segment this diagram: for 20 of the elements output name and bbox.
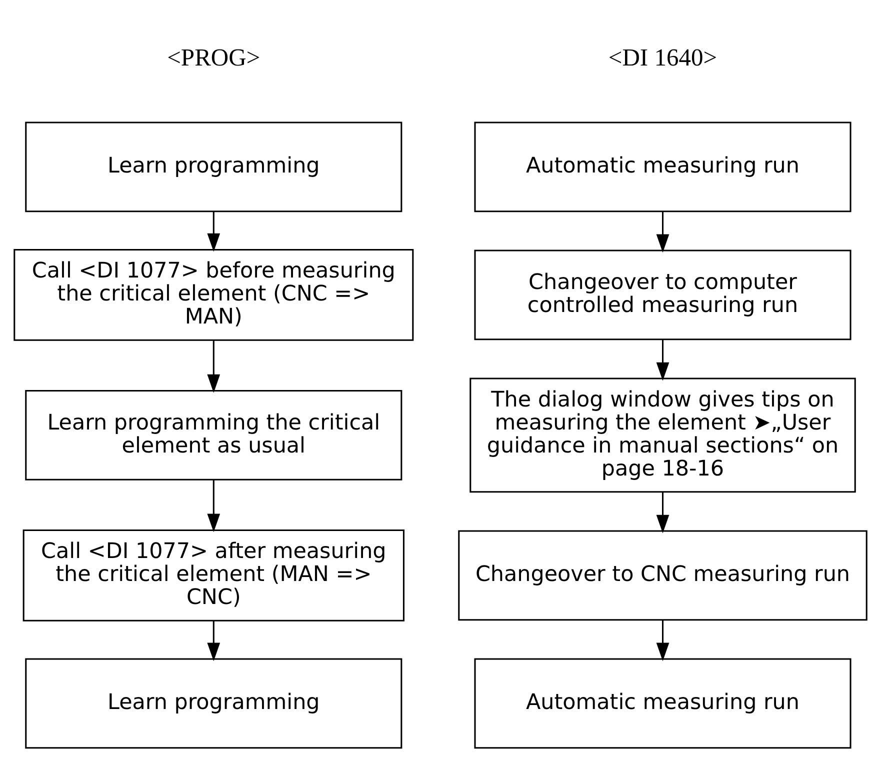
arrow xyxy=(656,619,670,661)
arrow xyxy=(656,210,670,252)
arrow xyxy=(207,620,220,661)
node-box: Call <DI 1077> after measuring the critical element (MAN => CNC) xyxy=(22,528,404,621)
arrow xyxy=(656,339,670,380)
arrow xyxy=(656,492,670,533)
label: <DI 1640> xyxy=(608,44,718,71)
arrow xyxy=(207,210,220,252)
node-box: Automatic measuring run xyxy=(474,121,852,212)
node-box: Learn programming xyxy=(25,121,402,212)
node-box: Automatic measuring run xyxy=(474,658,852,748)
node-box: Learn programming xyxy=(25,658,402,748)
node-box: Changeover to CNC measuring run xyxy=(458,530,868,620)
node-box: Call <DI 1077> before measuring the critical element (CNC => MAN) xyxy=(14,248,414,340)
arrow xyxy=(207,340,220,392)
label: <PROG> xyxy=(167,44,260,71)
node-box: Changeover to computer controlled measuring run xyxy=(474,249,852,340)
node-box: The dialog window gives tips on measuring the element ➤„User guidance in manual sections“ on page 18-16 xyxy=(470,377,856,492)
arrow xyxy=(207,480,220,532)
node-box: Learn programming the critical element as usual xyxy=(25,389,402,480)
